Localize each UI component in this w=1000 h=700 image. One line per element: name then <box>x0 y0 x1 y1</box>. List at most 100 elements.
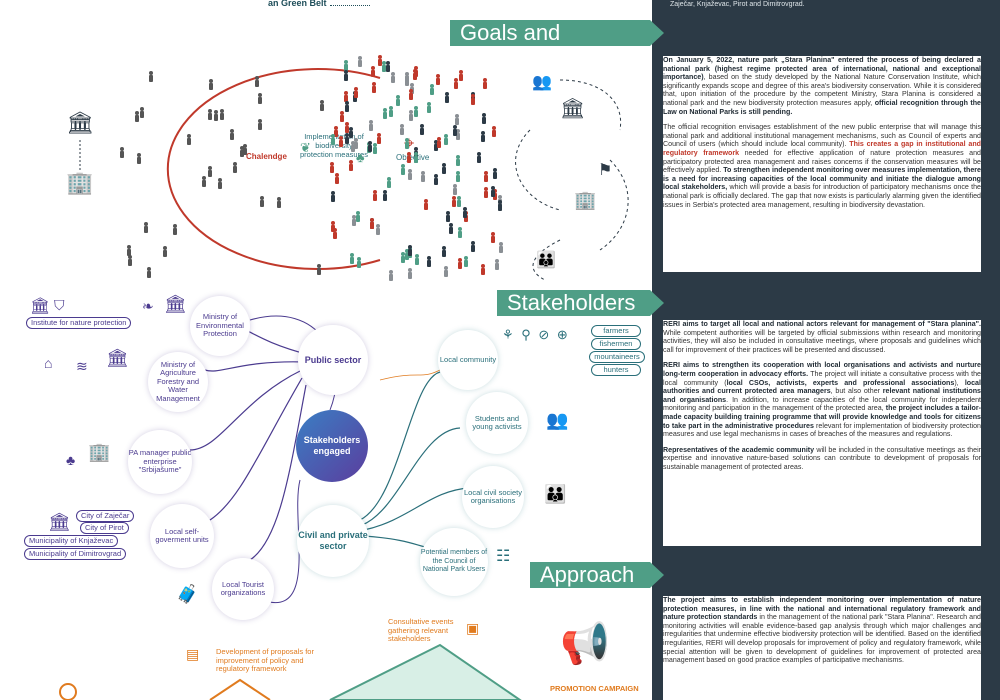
water-icon: ≋ <box>76 358 88 374</box>
person-figure-icon <box>458 258 462 269</box>
person-figure-icon <box>372 82 376 93</box>
person-figure-icon <box>258 93 262 104</box>
person-figure-icon <box>421 171 425 182</box>
person-figure-icon <box>208 109 212 120</box>
pa-manager-icon: 🏢 <box>88 442 111 462</box>
person-figure-icon <box>349 127 353 138</box>
tag-knjazevac: Municipality of Knjaževac <box>24 535 119 547</box>
person-figure-icon <box>358 56 362 67</box>
person-figure-icon <box>446 211 450 222</box>
stk-p2-b: The project will initiate a consultative… <box>663 369 981 387</box>
person-figure-icon <box>373 190 377 201</box>
person-figure-icon <box>140 107 144 118</box>
students-icon: 👥 <box>546 410 569 430</box>
council-icon: ☷ <box>496 548 511 565</box>
person-figure-icon <box>396 95 400 106</box>
person-figure-icon <box>407 152 411 163</box>
person-figure-icon <box>452 196 456 207</box>
person-figure-icon <box>127 245 131 256</box>
approach-text-panel: The project aims to establish independen… <box>663 596 981 700</box>
person-figure-icon <box>351 141 355 152</box>
pa-manager-bubble: PA manager public enterprise "Srbijašume… <box>128 430 192 494</box>
person-figure-icon <box>386 61 390 72</box>
tag-fishermen: fishermen <box>591 338 641 350</box>
goals-p1-bold-end: official recognition through the Law on … <box>663 98 981 116</box>
council-users-bubble: Potential members of the Council of Nati… <box>420 528 488 596</box>
person-figure-icon <box>331 191 335 202</box>
person-figure-icon <box>202 176 206 187</box>
stk-p2-h: . In addition, to increase capacities of… <box>663 395 982 413</box>
stk-p3-text: will be included in the consultative mee… <box>663 445 982 471</box>
farm-icon: ⌂ <box>44 355 53 371</box>
students-bubble: Students and young activists <box>466 392 528 454</box>
meeting-icon: ▣ <box>466 620 480 636</box>
institute-tag: Institute for nature protection <box>26 317 132 329</box>
public-sector-bubble: Public sector <box>298 325 368 395</box>
stk-p2-g: relevant national institutions and organ… <box>663 387 981 404</box>
person-figure-icon <box>445 92 449 103</box>
person-figure-icon <box>444 134 448 145</box>
ministry-building-icon: 🏛 <box>66 110 94 135</box>
ministry-small-icon: 🏛 <box>560 98 586 120</box>
leaf-icon: ❦ <box>300 140 311 155</box>
person-figure-icon <box>317 264 321 275</box>
app-p1-text: in the management of the national park "… <box>663 613 981 665</box>
approach-banner: Approach <box>530 562 664 588</box>
goals-p2-bold: To strengthen independent monitoring ove… <box>663 166 981 192</box>
person-figure-icon <box>371 66 375 77</box>
person-figure-icon <box>187 134 191 145</box>
person-figure-icon <box>345 133 349 144</box>
person-figure-icon <box>415 254 419 265</box>
plant-icon: ♣ <box>356 150 365 165</box>
person-figure-icon <box>354 138 358 149</box>
person-figure-icon <box>400 124 404 135</box>
person-figure-icon <box>149 71 153 82</box>
person-figure-icon <box>137 153 141 164</box>
community-activity-icons: ⚘ ⚲ ⊘ ⊕ <box>502 327 570 342</box>
goals-p1-text: , based on the study developed by the Na… <box>663 73 981 107</box>
person-figure-icon <box>320 100 324 111</box>
person-figure-icon <box>260 196 264 207</box>
community-flag-icon: ⚑ <box>598 162 613 179</box>
stk-p1-text: While competent authorities will be targ… <box>663 328 981 354</box>
person-figure-icon <box>370 218 374 229</box>
goals-p2-c: needed for effective application of natu… <box>663 148 981 175</box>
person-figure-icon <box>414 152 418 163</box>
person-figure-icon <box>376 224 380 235</box>
goals-p2-e: which will provide a basis for introduct… <box>663 183 982 209</box>
tag-mountaineers: mountaineers <box>589 351 645 363</box>
institute-building-icon: 🏢 <box>66 170 94 195</box>
person-figure-icon <box>220 109 224 120</box>
stk-p2-bold: RERI aims to strengthen its cooperation … <box>663 361 981 378</box>
app-p1-bold: The project aims to establish independen… <box>663 596 981 622</box>
person-figure-icon <box>389 270 393 281</box>
person-figure-icon <box>401 164 405 175</box>
person-figure-icon <box>471 241 475 252</box>
person-figure-icon <box>436 74 440 85</box>
tag-hunters: hunters <box>591 364 641 376</box>
person-figure-icon <box>378 55 382 66</box>
person-figure-icon <box>383 190 387 201</box>
person-figure-icon <box>444 266 448 277</box>
person-figure-icon <box>345 122 349 133</box>
person-figure-icon <box>484 187 488 198</box>
person-figure-icon <box>454 78 458 89</box>
person-figure-icon <box>409 110 413 121</box>
person-figure-icon <box>369 120 373 131</box>
person-figure-icon <box>481 131 485 142</box>
stk-p2-j: relevant for implementation of biodivers… <box>663 421 982 439</box>
stk-p2-i: the project includes a tailor-made capac… <box>663 404 981 430</box>
person-figure-icon <box>339 136 343 147</box>
person-figure-icon <box>330 162 334 173</box>
crowd-icon: 👪 <box>536 252 556 269</box>
person-figure-icon <box>349 160 353 171</box>
person-figure-icon <box>335 173 339 184</box>
person-figure-icon <box>209 79 213 90</box>
megaphone-icon: 📢 <box>560 622 610 666</box>
tag-dimitrovgrad: Municipality of Dimitrovgrad <box>24 548 127 560</box>
stk-p2-e: local authorities and current protected … <box>663 378 981 396</box>
challenge-label: Chalendge <box>246 152 287 161</box>
institute-icon: 🏛 <box>30 298 51 315</box>
person-figure-icon <box>427 256 431 267</box>
person-figure-icon <box>483 78 487 89</box>
